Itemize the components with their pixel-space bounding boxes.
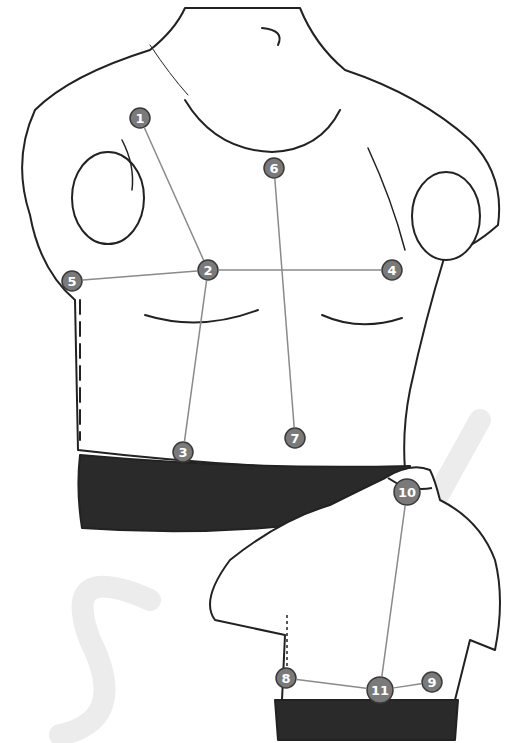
callout-circle: 6 <box>263 157 285 179</box>
measurement-line <box>275 179 294 427</box>
torso-outline <box>22 8 499 470</box>
measurement-line <box>144 128 203 260</box>
measurement-line <box>184 281 206 441</box>
callout-number: 7 <box>290 431 299 446</box>
back-seam <box>286 615 288 668</box>
callout-circle: 10 <box>393 478 421 506</box>
measurement-line <box>219 269 381 271</box>
measurement-line <box>297 679 366 688</box>
callout-circle: 5 <box>61 270 83 292</box>
callout-number: 8 <box>281 671 290 686</box>
callout-circle: 2 <box>197 259 219 281</box>
callout-circle: 4 <box>381 259 403 281</box>
back-view-shirt <box>210 467 500 700</box>
callout-circle: 11 <box>366 676 394 704</box>
callout-circle: 8 <box>275 667 297 689</box>
callout-number: 5 <box>67 274 76 289</box>
callout-circle: 1 <box>129 107 151 129</box>
callout-circle: 9 <box>421 671 443 693</box>
neck-line <box>262 28 280 45</box>
measurement-line <box>382 506 405 676</box>
armpit-line <box>122 140 133 190</box>
neck-shadow <box>150 45 188 95</box>
callout-number: 1 <box>135 111 144 126</box>
measurement-line <box>394 684 421 688</box>
callout-number: 3 <box>178 445 187 460</box>
right-arm-hole <box>412 172 480 260</box>
measurement-line <box>83 271 197 280</box>
callout-circle: 3 <box>172 441 194 463</box>
chest-curve <box>322 315 402 324</box>
back-view-belt <box>275 700 458 740</box>
callout-number: 9 <box>427 675 436 690</box>
neckline <box>185 100 340 152</box>
armpit-line <box>368 148 405 250</box>
callout-number: 4 <box>387 263 396 278</box>
callout-number: 10 <box>398 485 416 500</box>
callout-number: 2 <box>203 263 212 278</box>
callout-number: 6 <box>269 161 278 176</box>
callout-number: 11 <box>371 683 389 698</box>
callout-circle: 7 <box>284 427 306 449</box>
left-arm-hole <box>72 152 144 244</box>
side-seam <box>79 300 81 440</box>
